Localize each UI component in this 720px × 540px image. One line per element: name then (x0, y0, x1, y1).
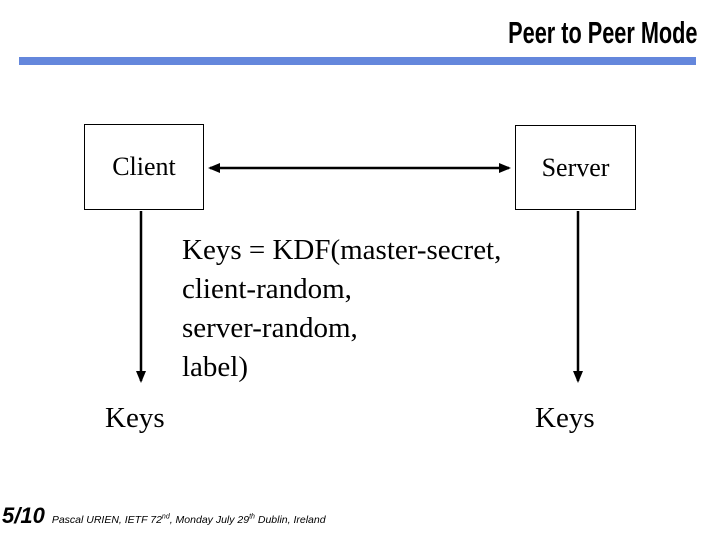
kdf-formula-line: label) (182, 351, 249, 383)
server-box: Server (515, 125, 636, 210)
client-keys-label: Keys (105, 402, 165, 434)
kdf-formula-line: Keys = KDF(master-secret, (182, 234, 502, 266)
server-box-label: Server (541, 152, 610, 182)
page-number: 5/10 (2, 503, 45, 528)
footer-credit-part2: , Monday July 29 (169, 514, 250, 526)
kdf-formula-line: client-random, (182, 273, 352, 305)
client-box: Client (84, 124, 204, 210)
page-title: Peer to Peer Mode (507, 15, 697, 50)
client-box-label: Client (112, 152, 176, 181)
footer-credit: Pascal URIEN, IETF 72nd, Monday July 29t… (51, 513, 326, 527)
footer-credit-sup1: nd (161, 513, 170, 521)
footer-credit-part3: Dublin, Ireland (254, 514, 326, 526)
footer: 5/10 Pascal URIEN, IETF 72nd, Monday Jul… (2, 503, 326, 529)
kdf-formula: Keys = KDF(master-secret, client-random,… (182, 231, 501, 387)
footer-credit-part1: Pascal URIEN, IETF 72 (51, 514, 162, 526)
server-keys-label: Keys (535, 402, 595, 434)
kdf-formula-line: server-random, (182, 312, 358, 344)
footer-credit-sup2: th (249, 513, 255, 521)
title-underline (19, 57, 696, 65)
